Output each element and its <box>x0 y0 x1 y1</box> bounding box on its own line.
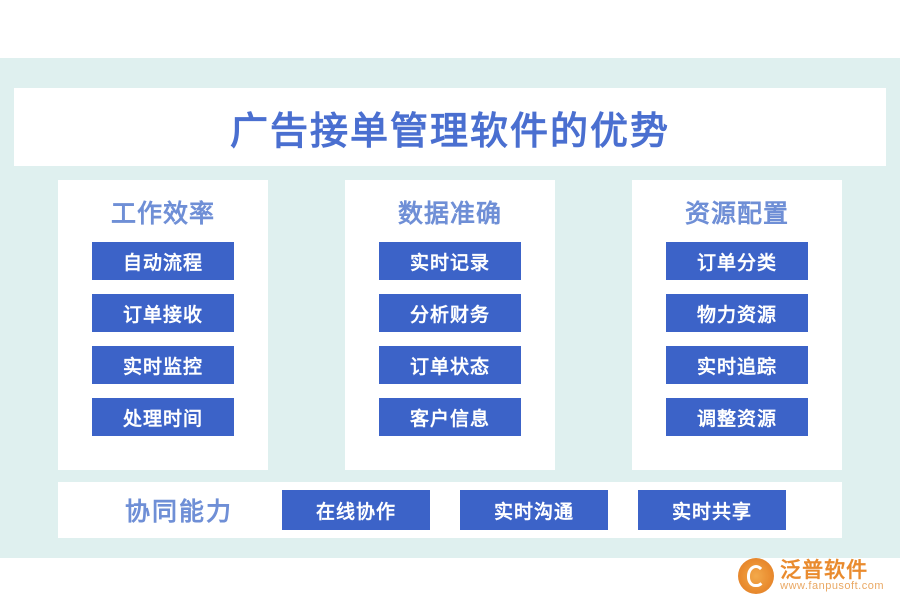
feature-chip[interactable]: 物力资源 <box>666 294 808 332</box>
column-heading: 数据准确 <box>397 201 502 228</box>
feature-chip[interactable]: 处理时间 <box>92 398 234 436</box>
feature-chip[interactable]: 自动流程 <box>92 242 234 280</box>
feature-chip[interactable]: 实时记录 <box>379 242 521 280</box>
collaboration-heading: 协同能力 <box>124 499 233 526</box>
page-title: 广告接单管理软件的优势 <box>229 110 670 153</box>
poster-title-bar: 广告接单管理软件的优势 <box>14 88 886 166</box>
feature-chip[interactable]: 订单状态 <box>379 346 521 384</box>
feature-chip[interactable]: 实时监控 <box>92 346 234 384</box>
feature-chip[interactable]: 订单接收 <box>92 294 234 332</box>
collaboration-row: 协同能力 在线协作 实时沟通 实时共享 <box>58 482 842 538</box>
feature-chip[interactable]: 订单分类 <box>666 242 808 280</box>
feature-chip[interactable]: 分析财务 <box>379 294 521 332</box>
feature-columns: 工作效率 自动流程 订单接收 实时监控 处理时间 数据准确 实时记录 分析财务 … <box>14 180 886 470</box>
collaboration-chips: 在线协作 实时沟通 实时共享 <box>282 490 786 530</box>
feature-chip[interactable]: 在线协作 <box>282 490 430 530</box>
feature-chip[interactable]: 调整资源 <box>666 398 808 436</box>
poster-canvas: 广告接单管理软件的优势 工作效率 自动流程 订单接收 实时监控 处理时间 数据准… <box>0 58 900 558</box>
column-heading: 工作效率 <box>110 201 215 228</box>
watermark: 泛普软件 www.fanpusoft.com <box>738 558 884 594</box>
watermark-brand: 泛普软件 <box>780 558 869 583</box>
watermark-url: www.fanpusoft.com <box>780 580 884 593</box>
feature-chip[interactable]: 客户信息 <box>379 398 521 436</box>
feature-chip[interactable]: 实时追踪 <box>666 346 808 384</box>
fanpu-logo-icon <box>738 558 775 594</box>
feature-column-data-accuracy: 数据准确 实时记录 分析财务 订单状态 客户信息 <box>345 180 555 470</box>
feature-column-resource-allocation: 资源配置 订单分类 物力资源 实时追踪 调整资源 <box>632 180 842 470</box>
feature-chip[interactable]: 实时共享 <box>638 490 786 530</box>
column-heading: 资源配置 <box>684 201 789 228</box>
feature-column-efficiency: 工作效率 自动流程 订单接收 实时监控 处理时间 <box>58 180 268 470</box>
feature-chip[interactable]: 实时沟通 <box>460 490 608 530</box>
watermark-text: 泛普软件 www.fanpusoft.com <box>780 559 884 593</box>
